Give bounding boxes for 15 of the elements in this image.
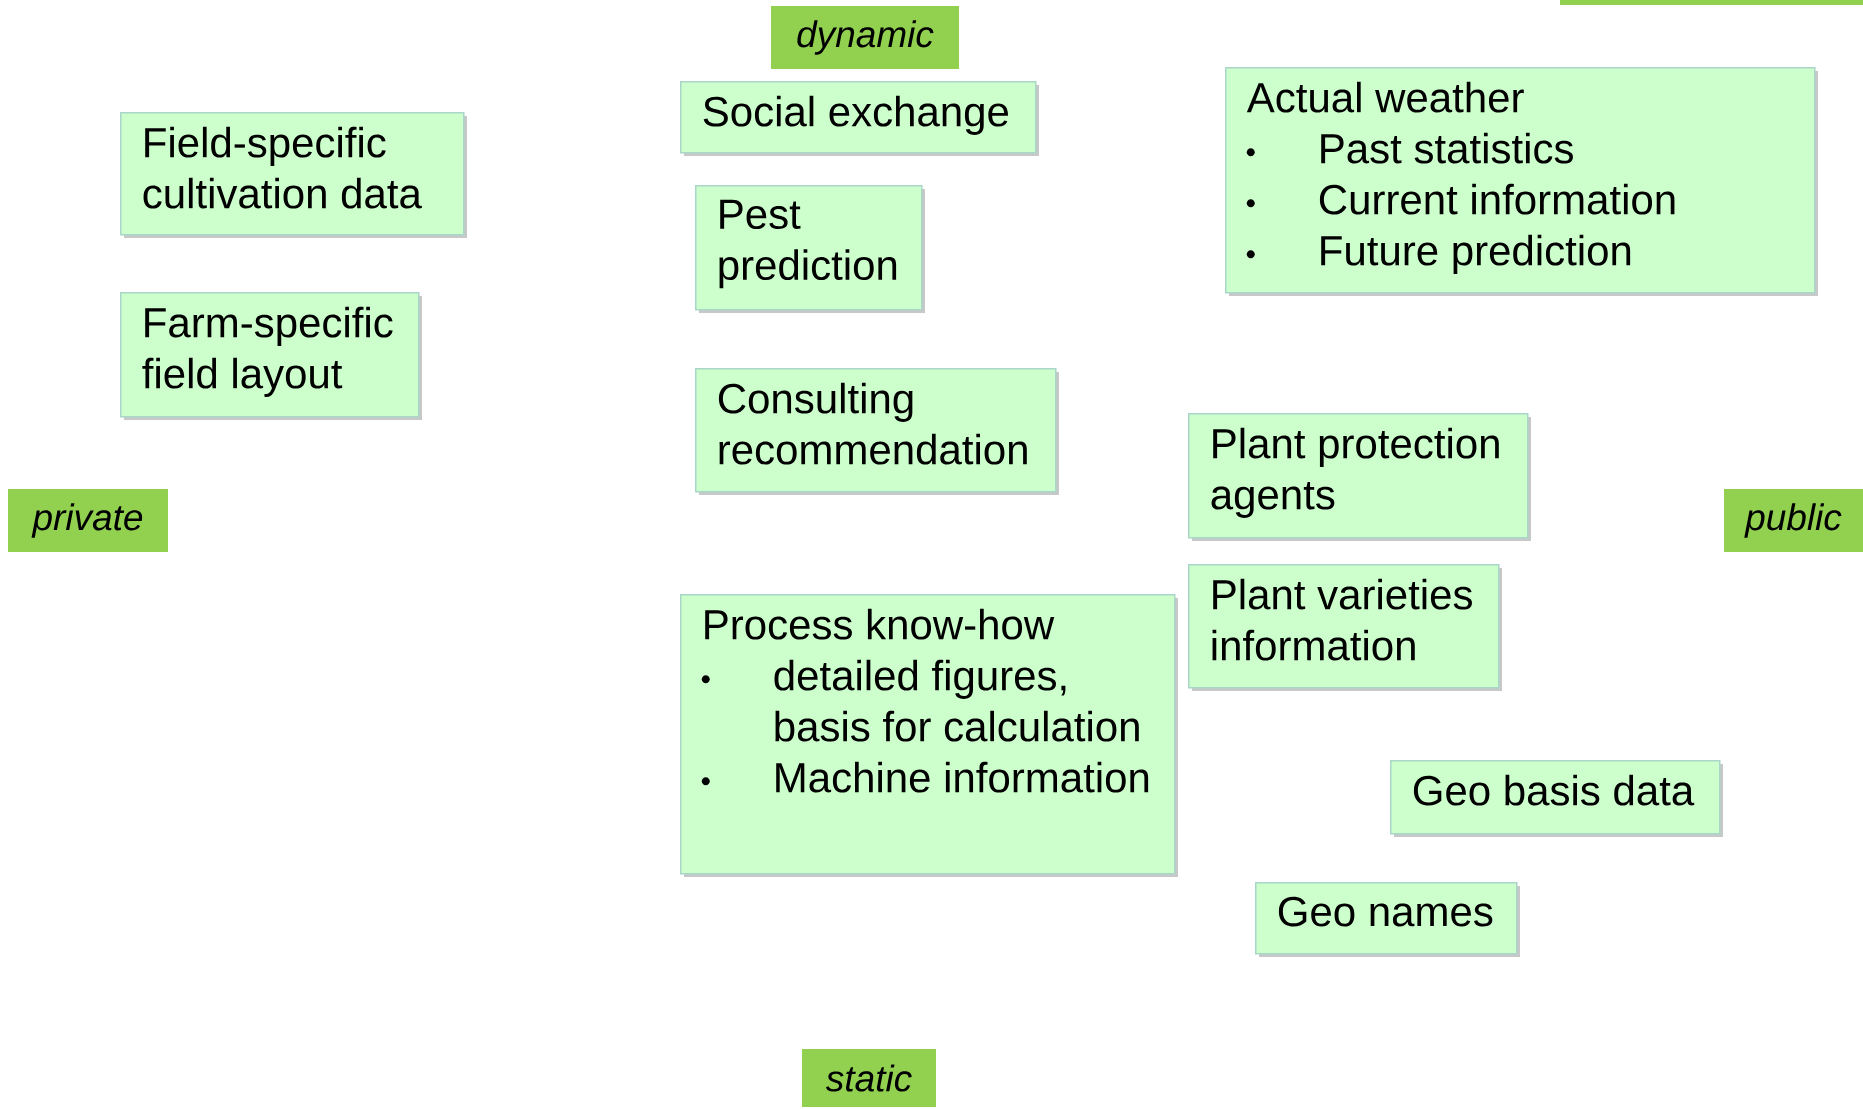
axis-label: public [1724,489,1863,552]
text-box: Farm-specific field layout [120,292,422,420]
axis-label: dynamic [771,6,959,69]
text-box: Geo basis data [1390,760,1723,837]
axis-label: static [802,1049,936,1107]
text-box: Consulting recommendation [695,368,1059,495]
text-box: Plant varieties information [1188,564,1502,691]
text-box: Plant protection agents [1188,413,1531,541]
text-box: Pest prediction [695,185,925,313]
text-box: Process know-how detailed figures, basis for calculation Machine information [680,594,1178,877]
text-box: Actual weather Past statistics Current information Future prediction [1225,67,1818,296]
text-box: Geo names [1255,882,1520,957]
axis-label: private [8,489,168,552]
text-box: Social exchange [680,81,1039,156]
text-box: Field-specific cultivation data [120,112,467,238]
